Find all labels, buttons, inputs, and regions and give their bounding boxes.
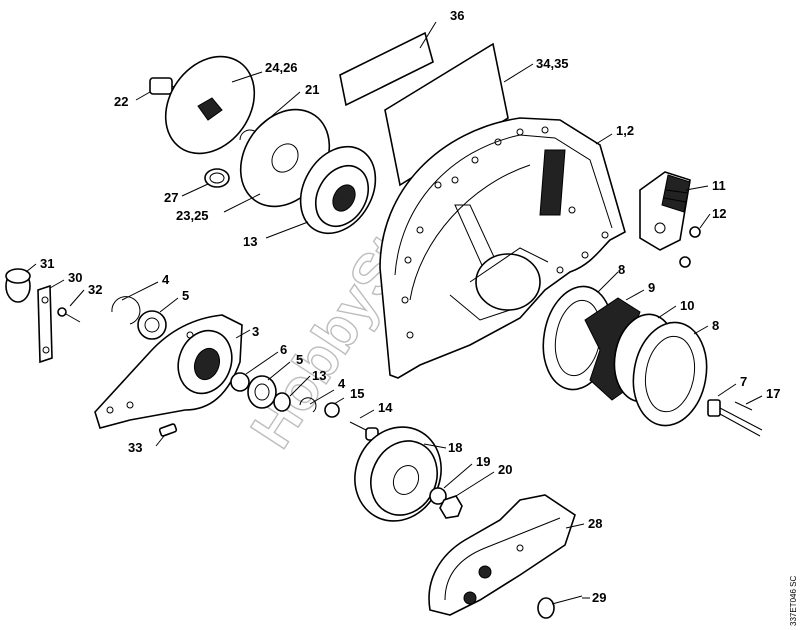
ring-8-right	[632, 321, 708, 427]
plate-30	[37, 284, 53, 364]
callout-22: 22	[114, 94, 128, 109]
callout-9: 9	[648, 280, 655, 295]
callout-13-mid: 13	[312, 368, 326, 383]
ring-6	[230, 372, 250, 392]
sleeve-27	[204, 168, 230, 188]
callout-28: 28	[588, 516, 602, 531]
callout-13-top: 13	[243, 234, 257, 249]
leader-lines	[25, 21, 763, 599]
callout-30: 30	[68, 270, 82, 285]
guard-handle-11	[639, 171, 691, 251]
decal-34-35	[384, 42, 509, 187]
callout-36: 36	[450, 8, 464, 23]
thrust-washer-24-26	[164, 55, 256, 155]
washer-15	[324, 402, 340, 418]
callout-29: 29	[592, 590, 606, 605]
callout-1-2: 1,2	[616, 123, 634, 138]
arm-3	[94, 314, 243, 429]
callout-4-top: 4	[162, 272, 170, 287]
pulley-18	[354, 426, 442, 522]
callout-33: 33	[128, 440, 142, 455]
callout-8-right: 8	[712, 318, 719, 333]
callout-15: 15	[350, 386, 364, 401]
stop-31	[5, 268, 31, 303]
callout-14: 14	[378, 400, 393, 415]
screw-33	[158, 423, 178, 437]
bearing-5-mid	[247, 375, 277, 409]
callout-10: 10	[680, 298, 694, 313]
circlip-4-top	[111, 296, 141, 325]
callout-5-top: 5	[182, 288, 189, 303]
callouts: 36 34,35 24,26 22 21 1,2 27 23,25 11 12 …	[40, 8, 780, 605]
callout-5-mid: 5	[296, 352, 303, 367]
callout-19: 19	[476, 454, 490, 469]
callout-27: 27	[164, 190, 178, 205]
drawing-code: 337ET046 SC	[789, 576, 798, 626]
blade-guard	[379, 117, 626, 379]
bearing-5-top	[137, 310, 167, 340]
pin-17	[734, 401, 753, 411]
screw-12	[679, 226, 701, 268]
screw-32	[57, 307, 81, 323]
washer-19	[429, 487, 447, 505]
ring-13-mid	[273, 392, 291, 412]
callout-11: 11	[712, 178, 726, 193]
callout-6: 6	[280, 342, 287, 357]
callout-32: 32	[88, 282, 102, 297]
callout-21: 21	[305, 82, 319, 97]
screw-29	[537, 595, 583, 619]
callout-34-35: 34,35	[536, 56, 569, 71]
bearing-flange-13	[299, 145, 377, 235]
callout-12: 12	[712, 206, 726, 221]
callout-4-mid: 4	[338, 376, 346, 391]
decal-36	[339, 31, 434, 107]
callout-3: 3	[252, 324, 259, 339]
callout-8-top: 8	[618, 262, 625, 277]
callout-23-25: 23,25	[176, 208, 209, 223]
callout-31: 31	[40, 256, 54, 271]
callout-7: 7	[740, 374, 747, 389]
callout-20: 20	[498, 462, 512, 477]
callout-24-26: 24,26	[265, 60, 298, 75]
circlip-4-mid	[299, 397, 317, 413]
belt-guard-28	[428, 494, 576, 616]
bolt-7	[707, 399, 763, 437]
callout-18: 18	[448, 440, 462, 455]
callout-17: 17	[766, 386, 780, 401]
